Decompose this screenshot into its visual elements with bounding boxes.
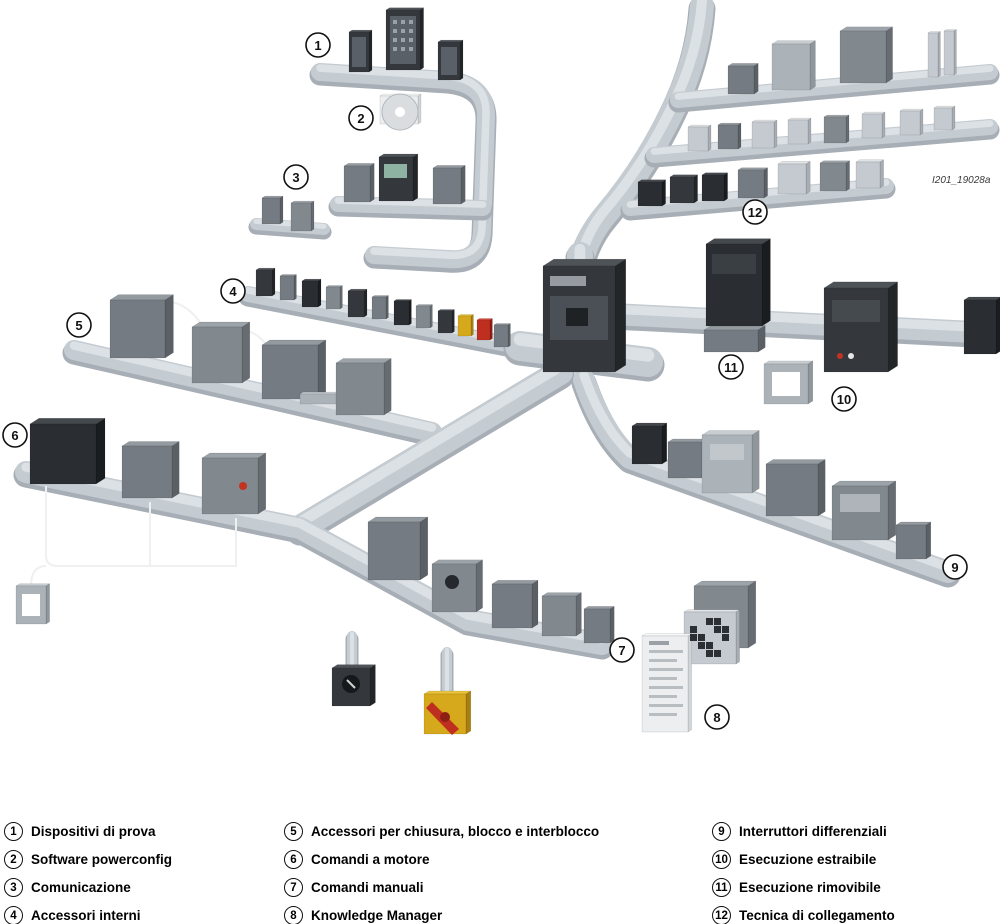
svg-text:3: 3 <box>292 170 299 185</box>
callout-12: 12 <box>742 199 768 225</box>
legend-number-badge: 10 <box>712 850 731 869</box>
legend-item-7: 7 Comandi manuali <box>284 878 599 897</box>
legend-item-2: 2 Software powerconfig <box>4 850 172 869</box>
callout-6: 6 <box>2 422 28 448</box>
svg-text:5: 5 <box>75 318 82 333</box>
legend-item-label: Accessori interni <box>31 908 141 923</box>
group-internal-accessories <box>255 267 512 348</box>
legend-column-2: 5 Accessori per chiusura, blocco e interb… <box>284 822 599 924</box>
legend-item-label: Esecuzione rimovibile <box>739 880 881 895</box>
legend-number-badge: 7 <box>284 878 303 897</box>
legend-item-label: Knowledge Manager <box>311 908 443 923</box>
legend-number-badge: 1 <box>4 822 23 841</box>
legend-number-badge: 2 <box>4 850 23 869</box>
callout-2: 2 <box>348 105 374 131</box>
legend-column-1: 1 Dispositivi di prova 2 Software powerconf… <box>4 822 172 924</box>
legend-item-label: Comandi a motore <box>311 852 430 867</box>
figure-watermark: I201_19028a <box>932 175 991 186</box>
legend-number-badge: 6 <box>284 850 303 869</box>
legend-item-6: 6 Comandi a motore <box>284 850 599 869</box>
legend-item-label: Esecuzione estraibile <box>739 852 877 867</box>
group-motor-operators <box>15 417 616 644</box>
svg-text:6: 6 <box>11 428 18 443</box>
legend-item-label: Software powerconfig <box>31 852 173 867</box>
svg-text:11: 11 <box>724 360 738 375</box>
legend: 1 Dispositivi di prova 2 Software powerconf… <box>0 822 1000 924</box>
legend-item-3: 3 Comunicazione <box>4 878 172 897</box>
legend-number-badge: 9 <box>712 822 731 841</box>
svg-text:10: 10 <box>837 392 851 407</box>
legend-number-badge: 12 <box>712 906 731 924</box>
legend-number-badge: 11 <box>712 878 731 897</box>
group-knowledge-manager <box>641 580 757 733</box>
legend-item-4: 4 Accessori interni <box>4 906 172 924</box>
callout-11: 11 <box>718 354 744 380</box>
svg-text:12: 12 <box>748 205 762 220</box>
svg-text:2: 2 <box>357 111 364 126</box>
legend-item-label: Comandi manuali <box>311 880 424 895</box>
group-communication <box>261 153 467 232</box>
callout-10: 10 <box>831 386 857 412</box>
legend-number-badge: 8 <box>284 906 303 924</box>
group-interlock-accessories <box>109 294 393 416</box>
svg-text:9: 9 <box>951 560 958 575</box>
group-connection-technology <box>637 26 958 207</box>
details-layer <box>22 16 880 735</box>
legend-number-badge: 5 <box>284 822 303 841</box>
svg-text:4: 4 <box>229 284 237 299</box>
legend-item-9: 9 Interruttori differenziali <box>712 822 895 841</box>
legend-item-1: 1 Dispositivi di prova <box>4 822 172 841</box>
legend-item-10: 10 Esecuzione estraibile <box>712 850 895 869</box>
legend-item-8: 8 Knowledge Manager <box>284 906 599 924</box>
callout-9: 9 <box>942 554 968 580</box>
svg-text:1: 1 <box>314 38 321 53</box>
legend-item-label: Tecnica di collegamento <box>739 908 895 923</box>
legend-item-label: Interruttori differenziali <box>739 824 887 839</box>
legend-number-badge: 4 <box>4 906 23 924</box>
legend-item-label: Dispositivi di prova <box>31 824 156 839</box>
legend-item-11: 11 Esecuzione rimovibile <box>712 878 895 897</box>
callout-4: 4 <box>220 278 246 304</box>
legend-item-label: Accessori per chiusura, blocco e interbl… <box>311 824 600 839</box>
callout-1: 1 <box>305 32 331 58</box>
callout-7: 7 <box>609 637 635 663</box>
legend-item-12: 12 Tecnica di collegamento <box>712 906 895 924</box>
callout-5: 5 <box>66 312 92 338</box>
legend-number-badge: 3 <box>4 878 23 897</box>
svg-text:8: 8 <box>713 710 720 725</box>
legend-item-5: 5 Accessori per chiusura, blocco e interb… <box>284 822 599 841</box>
legend-item-label: Comunicazione <box>31 880 131 895</box>
callout-8: 8 <box>704 704 730 730</box>
svg-text:7: 7 <box>618 643 625 658</box>
callout-3: 3 <box>283 164 309 190</box>
